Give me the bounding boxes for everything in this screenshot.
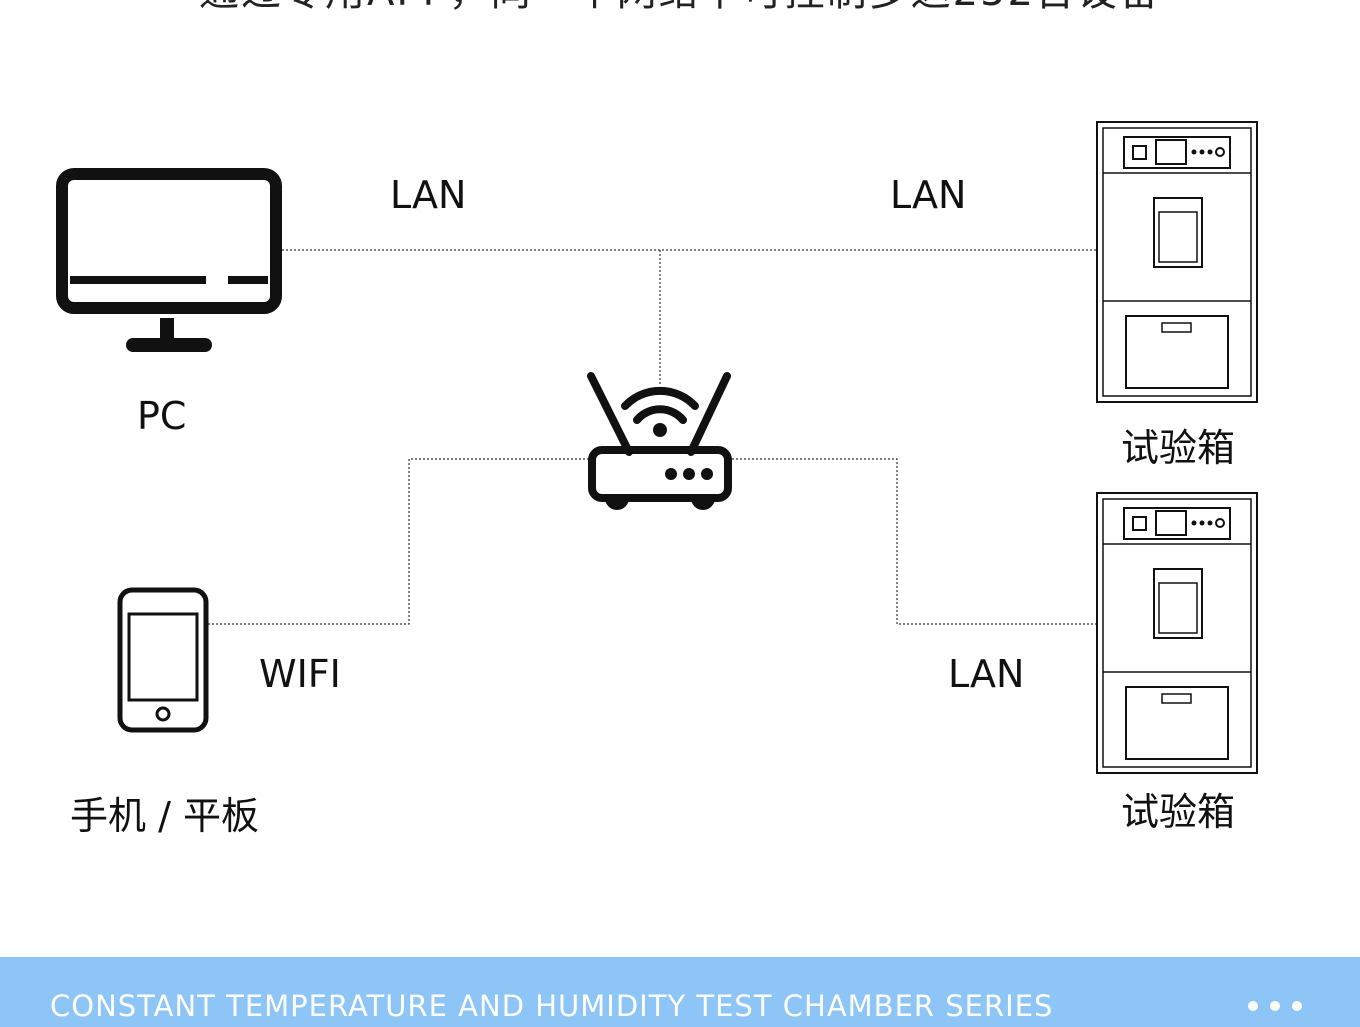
chamber-bottom-link-label: LAN <box>948 652 1025 696</box>
footer-banner <box>0 957 1360 1027</box>
more-dots-icon <box>1244 1001 1308 1015</box>
test-chamber-icon <box>1096 121 1258 403</box>
top-caption: 通过专用APP，同一个网络下可控制多达252台设备 <box>0 0 1360 12</box>
phone-wifi-line <box>208 458 592 625</box>
chamber-top-link-label: LAN <box>890 173 967 217</box>
monitor-icon <box>56 168 282 352</box>
phone-icon <box>117 587 209 733</box>
pc-label: PC <box>137 394 187 438</box>
pc-link-label: LAN <box>390 173 467 217</box>
router-icon <box>587 372 732 510</box>
footer-text: CONSTANT TEMPERATURE AND HUMIDITY TEST C… <box>50 989 1054 1023</box>
chamber-bottom-lan-line <box>728 458 1098 625</box>
chamber-top-label: 试验箱 <box>1121 426 1236 470</box>
phone-link-label: WIFI <box>259 652 341 696</box>
phone-label: 手机 / 平板 <box>70 794 259 838</box>
chamber-bottom-label: 试验箱 <box>1121 790 1236 834</box>
test-chamber-icon <box>1096 492 1258 774</box>
